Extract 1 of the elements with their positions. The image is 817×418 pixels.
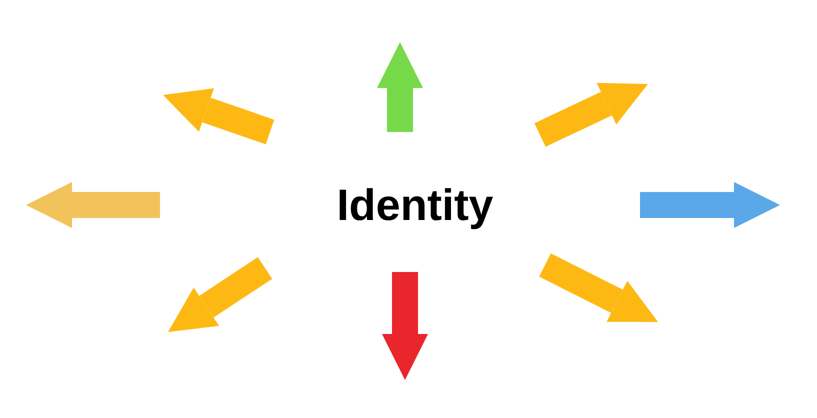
center-label: Identity xyxy=(336,181,494,231)
